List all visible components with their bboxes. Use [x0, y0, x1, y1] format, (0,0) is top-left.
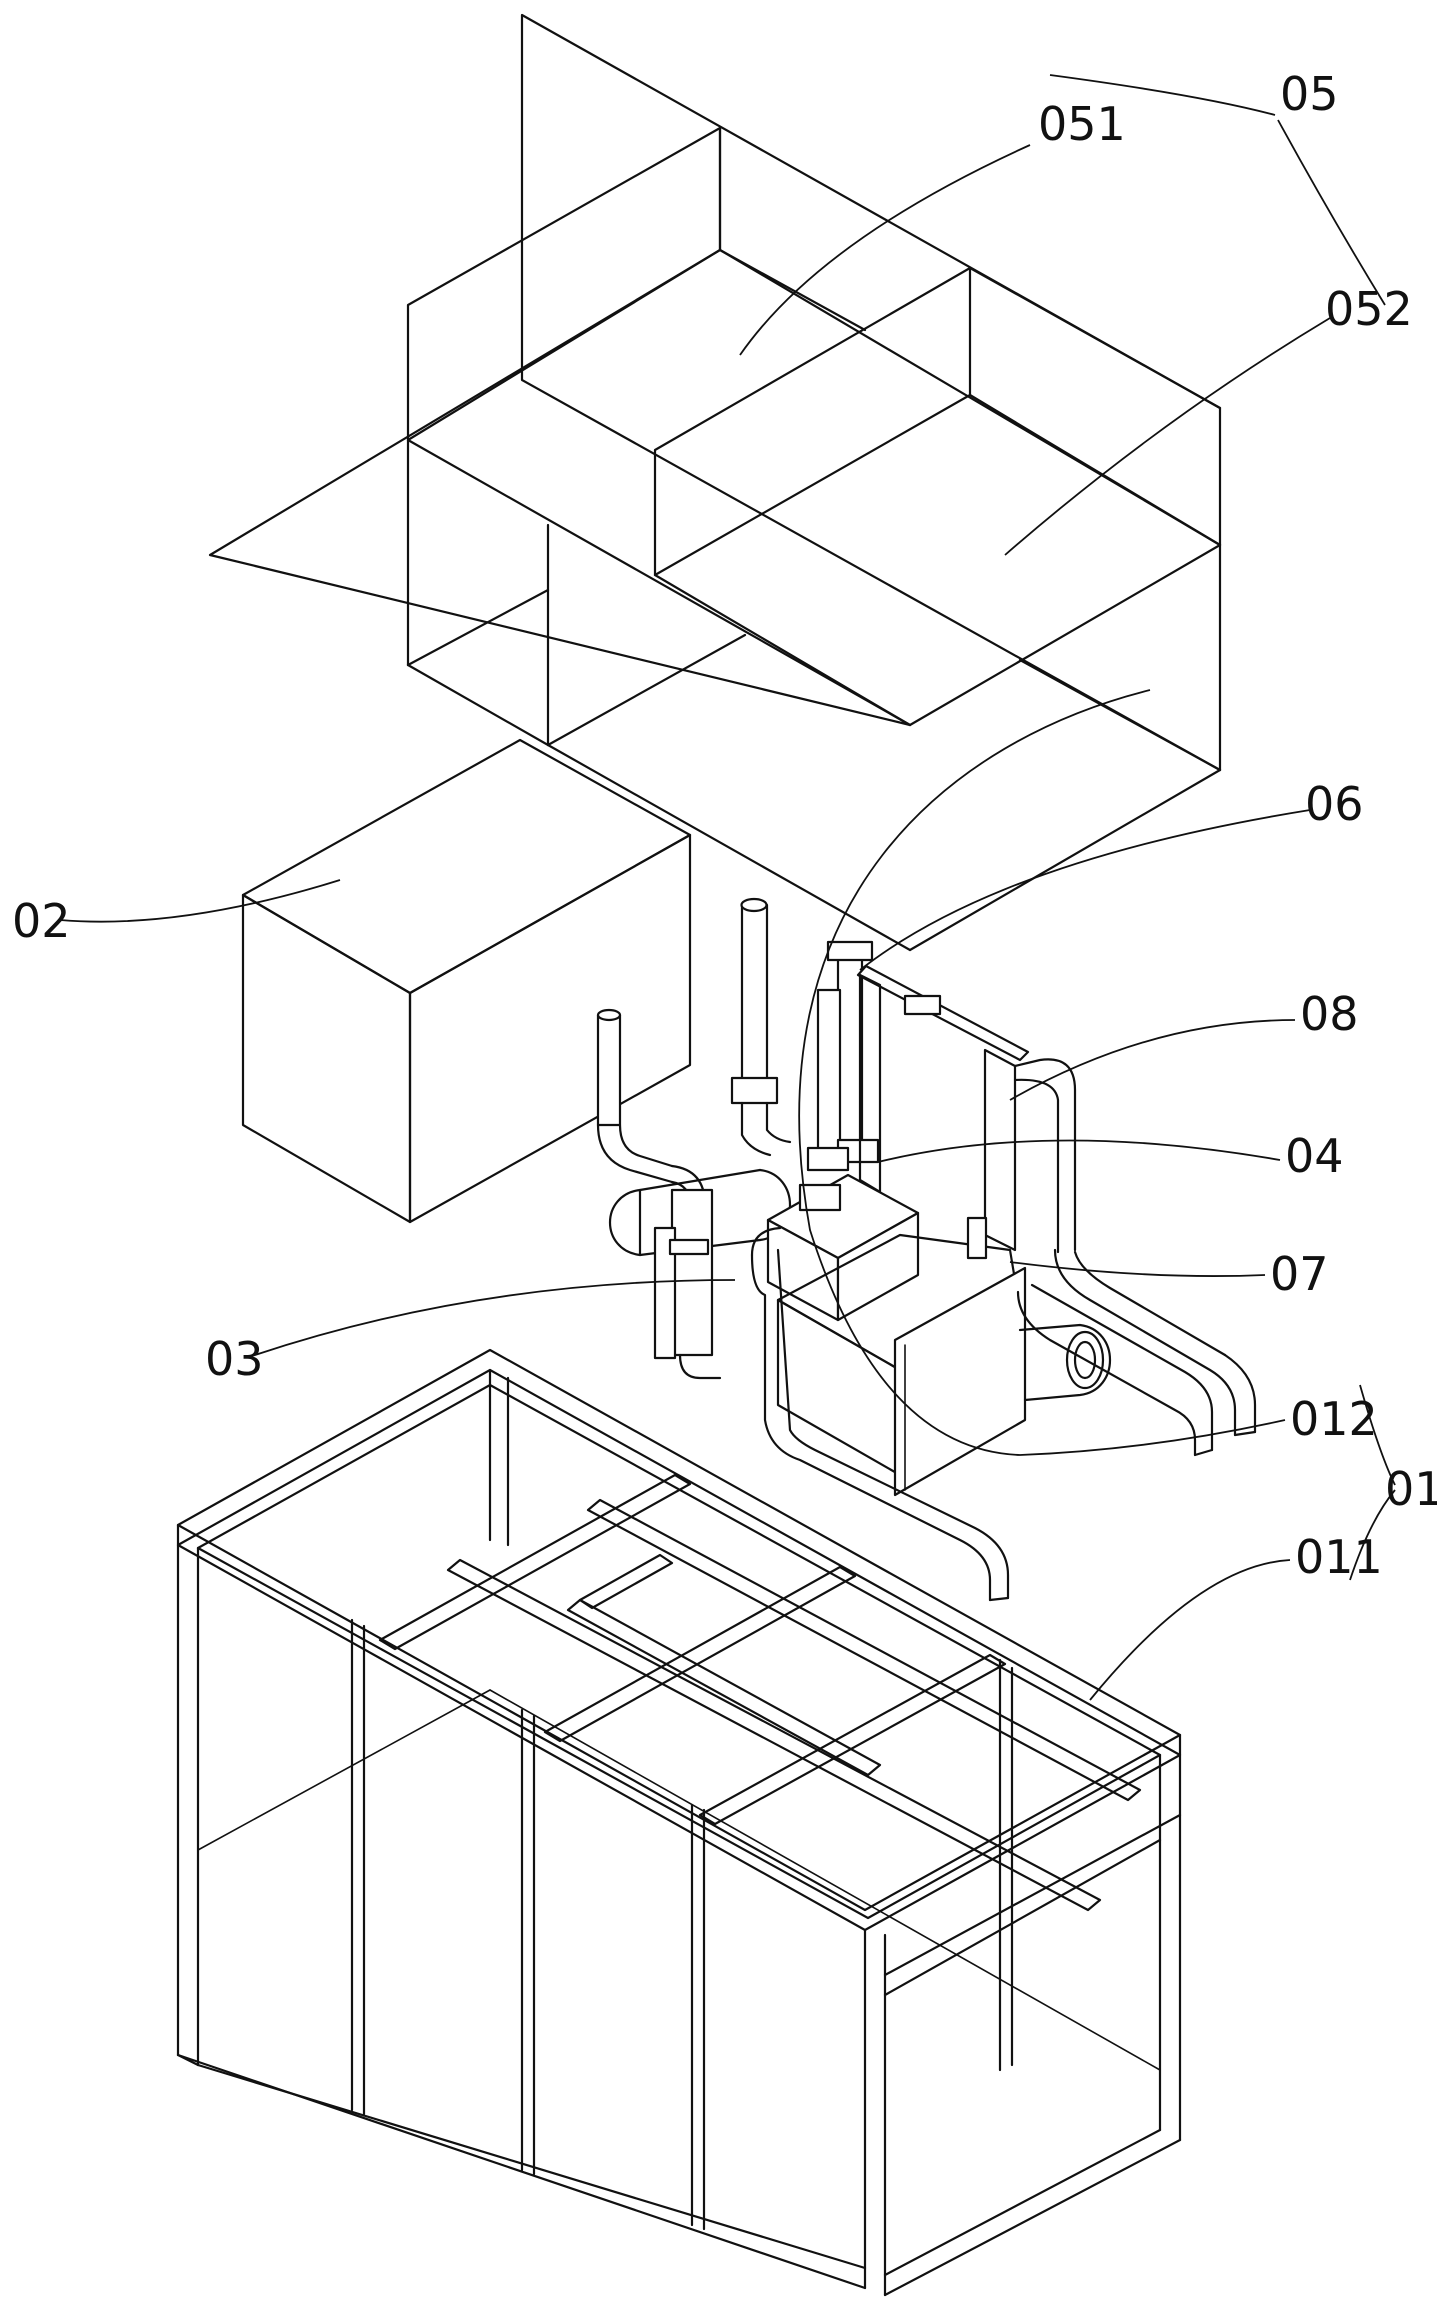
- leader-01-a: [1359, 1384, 1396, 1486]
- leader-05: [1049, 74, 1276, 116]
- label-05: 05: [1280, 67, 1339, 121]
- partition-assembly-05: [208, 13, 1222, 952]
- label-051: 051: [1038, 97, 1126, 151]
- label-052: 052: [1325, 282, 1413, 336]
- machine-group: [596, 897, 1257, 1602]
- leader-051: [739, 144, 1031, 356]
- leader-08: [1009, 1019, 1296, 1101]
- leader-012: [798, 689, 1286, 1456]
- leader-05-b: [1277, 119, 1386, 306]
- leader-07: [1009, 1261, 1266, 1277]
- label-04: 04: [1285, 1129, 1344, 1183]
- label-06: 06: [1305, 777, 1364, 831]
- label-03: 03: [205, 1332, 264, 1386]
- leader-lines: [59, 74, 1396, 1701]
- label-012: 012: [1290, 1392, 1378, 1446]
- label-011: 011: [1295, 1530, 1383, 1584]
- base-frame-01: [176, 1348, 1182, 2297]
- labels: 05 051 052 06 02 08 04 07 03 012 01 011: [12, 67, 1437, 1584]
- label-08: 08: [1300, 987, 1359, 1041]
- label-01: 01: [1385, 1462, 1437, 1516]
- label-07: 07: [1270, 1247, 1329, 1301]
- leader-052: [1004, 317, 1331, 556]
- label-02: 02: [12, 894, 71, 948]
- leader-06: [859, 809, 1311, 971]
- leader-03: [254, 1279, 736, 1356]
- leader-02: [59, 879, 341, 923]
- leader-01-b: [1349, 1489, 1396, 1581]
- leader-04: [877, 1139, 1281, 1163]
- leader-011: [1089, 1559, 1291, 1701]
- box-02: [241, 738, 692, 1224]
